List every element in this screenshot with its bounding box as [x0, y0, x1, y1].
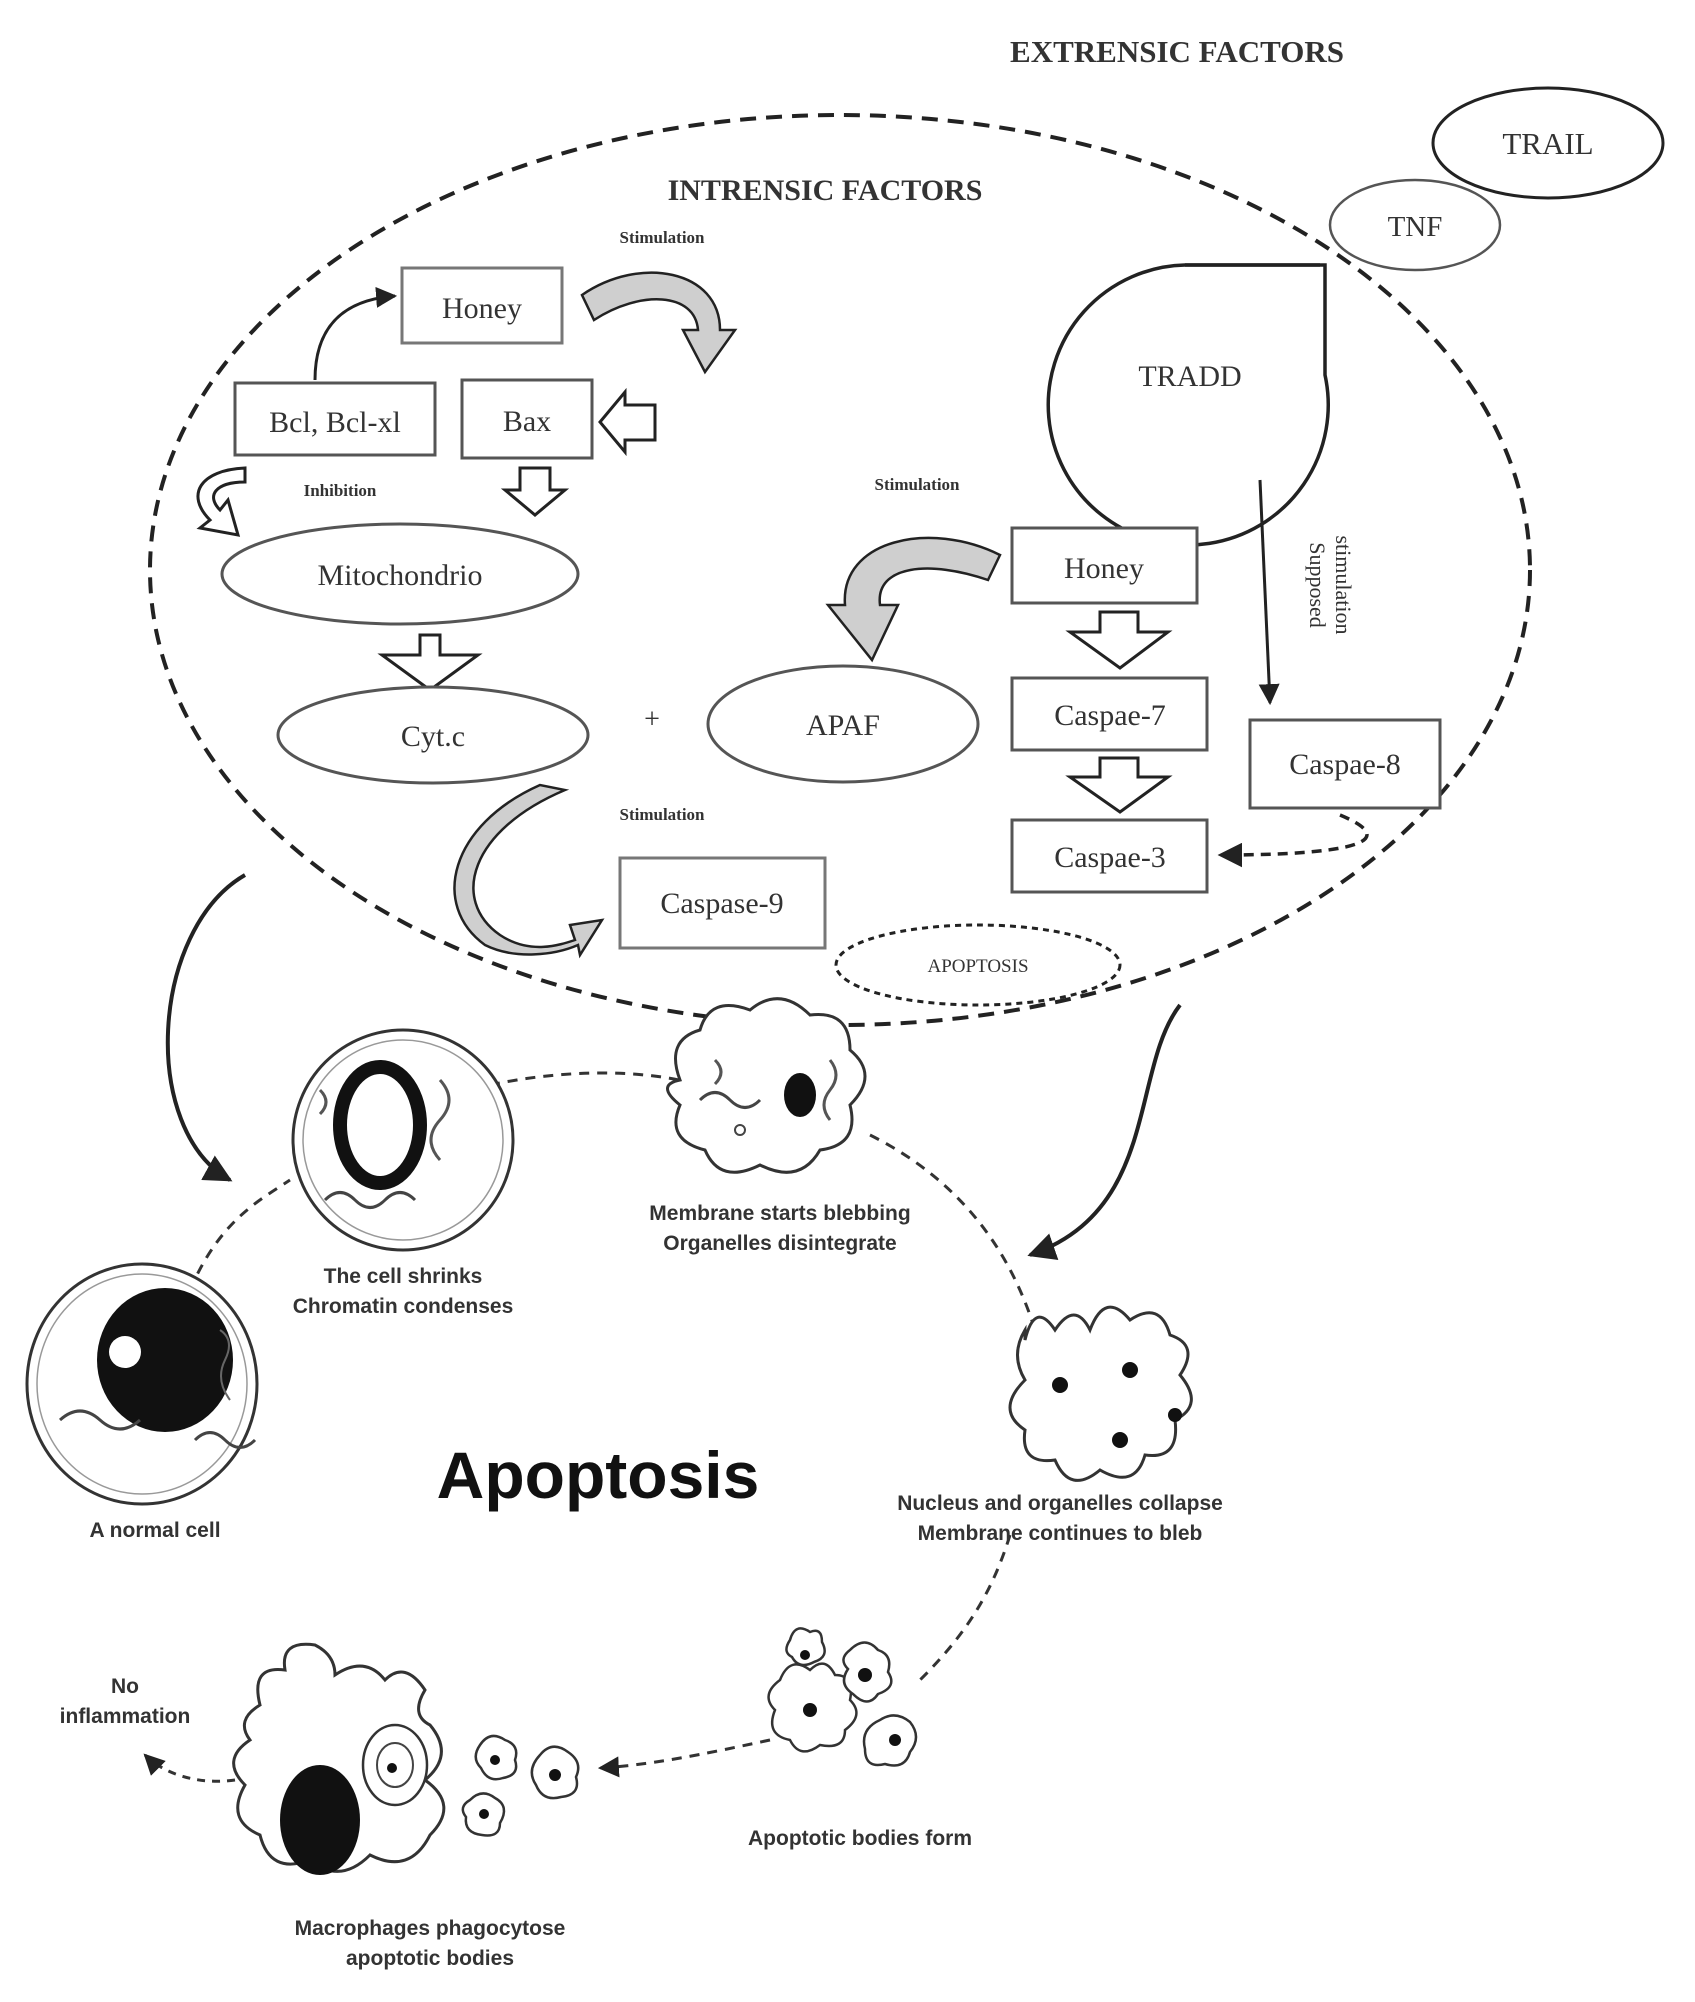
apaf-ellipse	[706, 664, 980, 784]
inhibition-curl-arrow	[196, 466, 247, 537]
caspase7-to-caspase3-arrow	[1065, 756, 1173, 814]
mitochondrio-label: Mitochondrio	[318, 559, 483, 592]
caspase7-label: Caspae-7	[1054, 699, 1166, 732]
extrinsic-factors-heading: EXTRENSIC FACTORS	[1010, 34, 1344, 69]
cycle-dashed-path	[188, 1178, 291, 1291]
cytc-label: Cyt.c	[401, 720, 465, 753]
stage-collapse-label-2: Membrane continues to bleb	[918, 1522, 1203, 1545]
honey-to-bax-curved-arrow	[580, 271, 738, 375]
into-bax-arrow	[598, 387, 657, 457]
bax-to-mito-arrow	[500, 466, 570, 517]
bax-label: Bax	[503, 405, 551, 438]
stage-bleb-label-2: Organelles disintegrate	[663, 1232, 896, 1255]
shrinking-cell-illustration	[291, 1028, 515, 1252]
apaf-label: APAF	[806, 709, 880, 742]
inhibition-label: Inhibition	[304, 481, 377, 500]
intrinsic-factors-heading: INTRENSIC FACTORS	[668, 174, 983, 207]
apoptosis-small-label: APOPTOSIS	[927, 956, 1028, 977]
tnf-label: TNF	[1388, 211, 1443, 243]
caspase3-label: Caspae-3	[1054, 841, 1166, 874]
small-bodies-illustration	[461, 1734, 580, 1837]
caspase8-label: Caspae-8	[1289, 748, 1401, 781]
apoptosis-title: Apoptosis	[437, 1438, 760, 1512]
macrophage-illustration	[232, 1642, 446, 1875]
tradd-label: TRADD	[1138, 360, 1241, 393]
stage-shrink-label-1: The cell shrinks	[324, 1265, 483, 1288]
honey-right-label: Honey	[1064, 552, 1144, 585]
caspase9-box	[618, 856, 827, 950]
intrinsic-region	[148, 113, 1532, 1027]
stage-macro-label-2: apoptotic bodies	[346, 1947, 514, 1970]
plus-sign: +	[644, 704, 660, 735]
honey-to-apaf-curved-arrow	[825, 536, 1002, 663]
bax-box	[460, 378, 594, 460]
apoptotic-bodies-illustration	[767, 1627, 918, 1767]
cytc-ellipse	[276, 685, 590, 785]
tradd-to-caspase8-arrow	[1258, 479, 1280, 706]
supposed-stimulation-label-1: Supposed	[1305, 542, 1330, 628]
intrinsic-to-cycle-right-arrow	[1027, 1003, 1182, 1260]
bcl-box	[233, 381, 437, 457]
caspase8-box	[1248, 718, 1442, 810]
supposed-stimulation-label-2: stimulation	[1331, 536, 1356, 635]
apoptosis-small-ellipse	[834, 923, 1122, 1007]
blebbing-cell-illustration	[666, 997, 867, 1174]
honey-top-box	[400, 266, 564, 345]
trail-ellipse	[1431, 86, 1665, 200]
stage-bleb-label-1: Membrane starts blebbing	[649, 1202, 910, 1225]
stage-collapse-label-1: Nucleus and organelles collapse	[897, 1492, 1223, 1515]
stage-normal-label: A normal cell	[89, 1519, 220, 1542]
caspase8-to-caspase3-dashed-arrow	[1217, 813, 1369, 868]
caspase3-box	[1010, 818, 1209, 894]
stimulation-label-top: Stimulation	[619, 228, 705, 247]
caspase9-label: Caspase-9	[660, 887, 783, 920]
intrinsic-to-cycle-left-arrow	[165, 873, 247, 1182]
honey-top-label: Honey	[442, 292, 522, 325]
no-inflammation-dashed-arrow	[143, 1753, 236, 1783]
honey-to-caspase7-arrow	[1065, 610, 1173, 670]
stage-shrink-label-2: Chromatin condenses	[293, 1295, 514, 1318]
stimulation-label-right: Stimulation	[874, 475, 960, 494]
stimulation-label-bottom: Stimulation	[619, 805, 705, 824]
no-inflammation-label-2: inflammation	[60, 1705, 191, 1728]
trail-label: TRAIL	[1502, 126, 1593, 161]
mito-to-cytc-arrow	[377, 633, 483, 692]
stage-macro-label-1: Macrophages phagocytose	[295, 1917, 566, 1940]
tnf-ellipse	[1328, 178, 1502, 272]
normal-cell-illustration	[25, 1262, 259, 1506]
stage-bodies-label: Apoptotic bodies form	[748, 1827, 972, 1850]
bcl-to-honey-arrow	[313, 286, 398, 381]
tradd-shape	[1046, 263, 1330, 547]
mitochondrio-ellipse	[220, 522, 580, 626]
cytc-to-caspase9-curved-arrow	[453, 783, 605, 959]
collapsing-cell-illustration	[1008, 1305, 1193, 1482]
bcl-label: Bcl, Bcl-xl	[269, 406, 401, 439]
honey-right-box	[1010, 526, 1199, 605]
no-inflammation-label-1: No	[111, 1675, 139, 1698]
caspase7-box	[1010, 676, 1209, 752]
